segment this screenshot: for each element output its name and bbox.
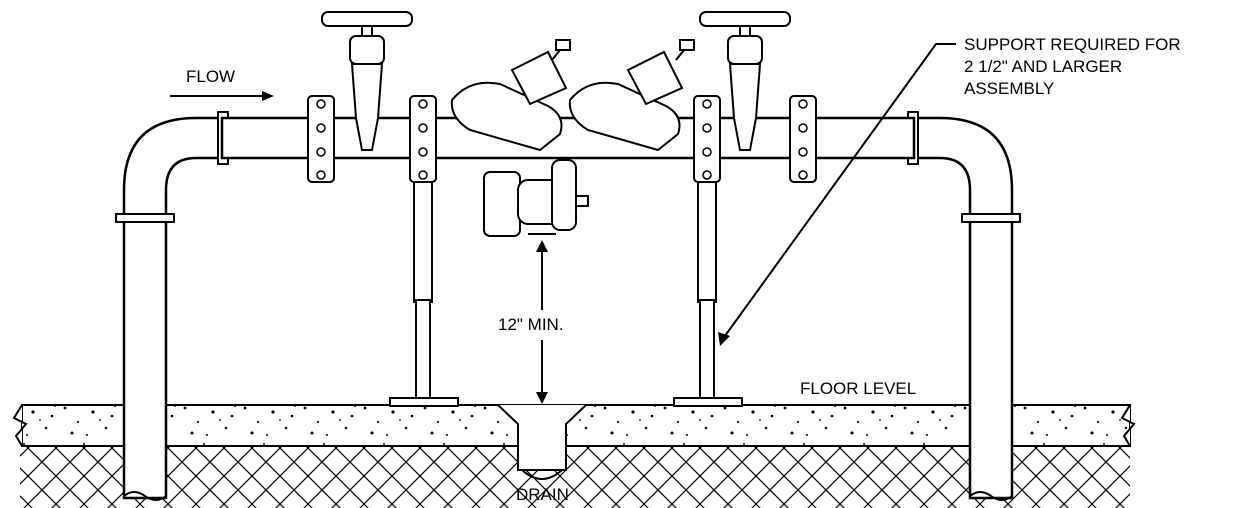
flow-label: FLOW	[186, 67, 236, 86]
left-riser-pipe	[115, 111, 229, 501]
floor-level-label: FLOOR LEVEL	[800, 379, 917, 398]
drain-label: DRAIN	[516, 485, 569, 504]
support-note: SUPPORT REQUIRED FOR 2 1/2" AND LARGER A…	[964, 35, 1181, 98]
right-riser-pipe	[907, 111, 1021, 501]
support-leader-line	[718, 43, 956, 346]
relief-valve	[483, 159, 589, 237]
min-clearance-label: 12" MIN.	[498, 315, 564, 334]
left-gate-valve	[321, 11, 413, 151]
flow-arrow	[170, 91, 274, 101]
pipe-supports	[389, 181, 743, 407]
right-gate-valve	[699, 11, 791, 151]
backflow-check-bodies	[450, 39, 695, 152]
clearance-dimension	[528, 233, 556, 404]
ground-soil	[20, 446, 1130, 508]
floor-drain	[497, 404, 587, 480]
pipe-flanges	[307, 95, 817, 183]
